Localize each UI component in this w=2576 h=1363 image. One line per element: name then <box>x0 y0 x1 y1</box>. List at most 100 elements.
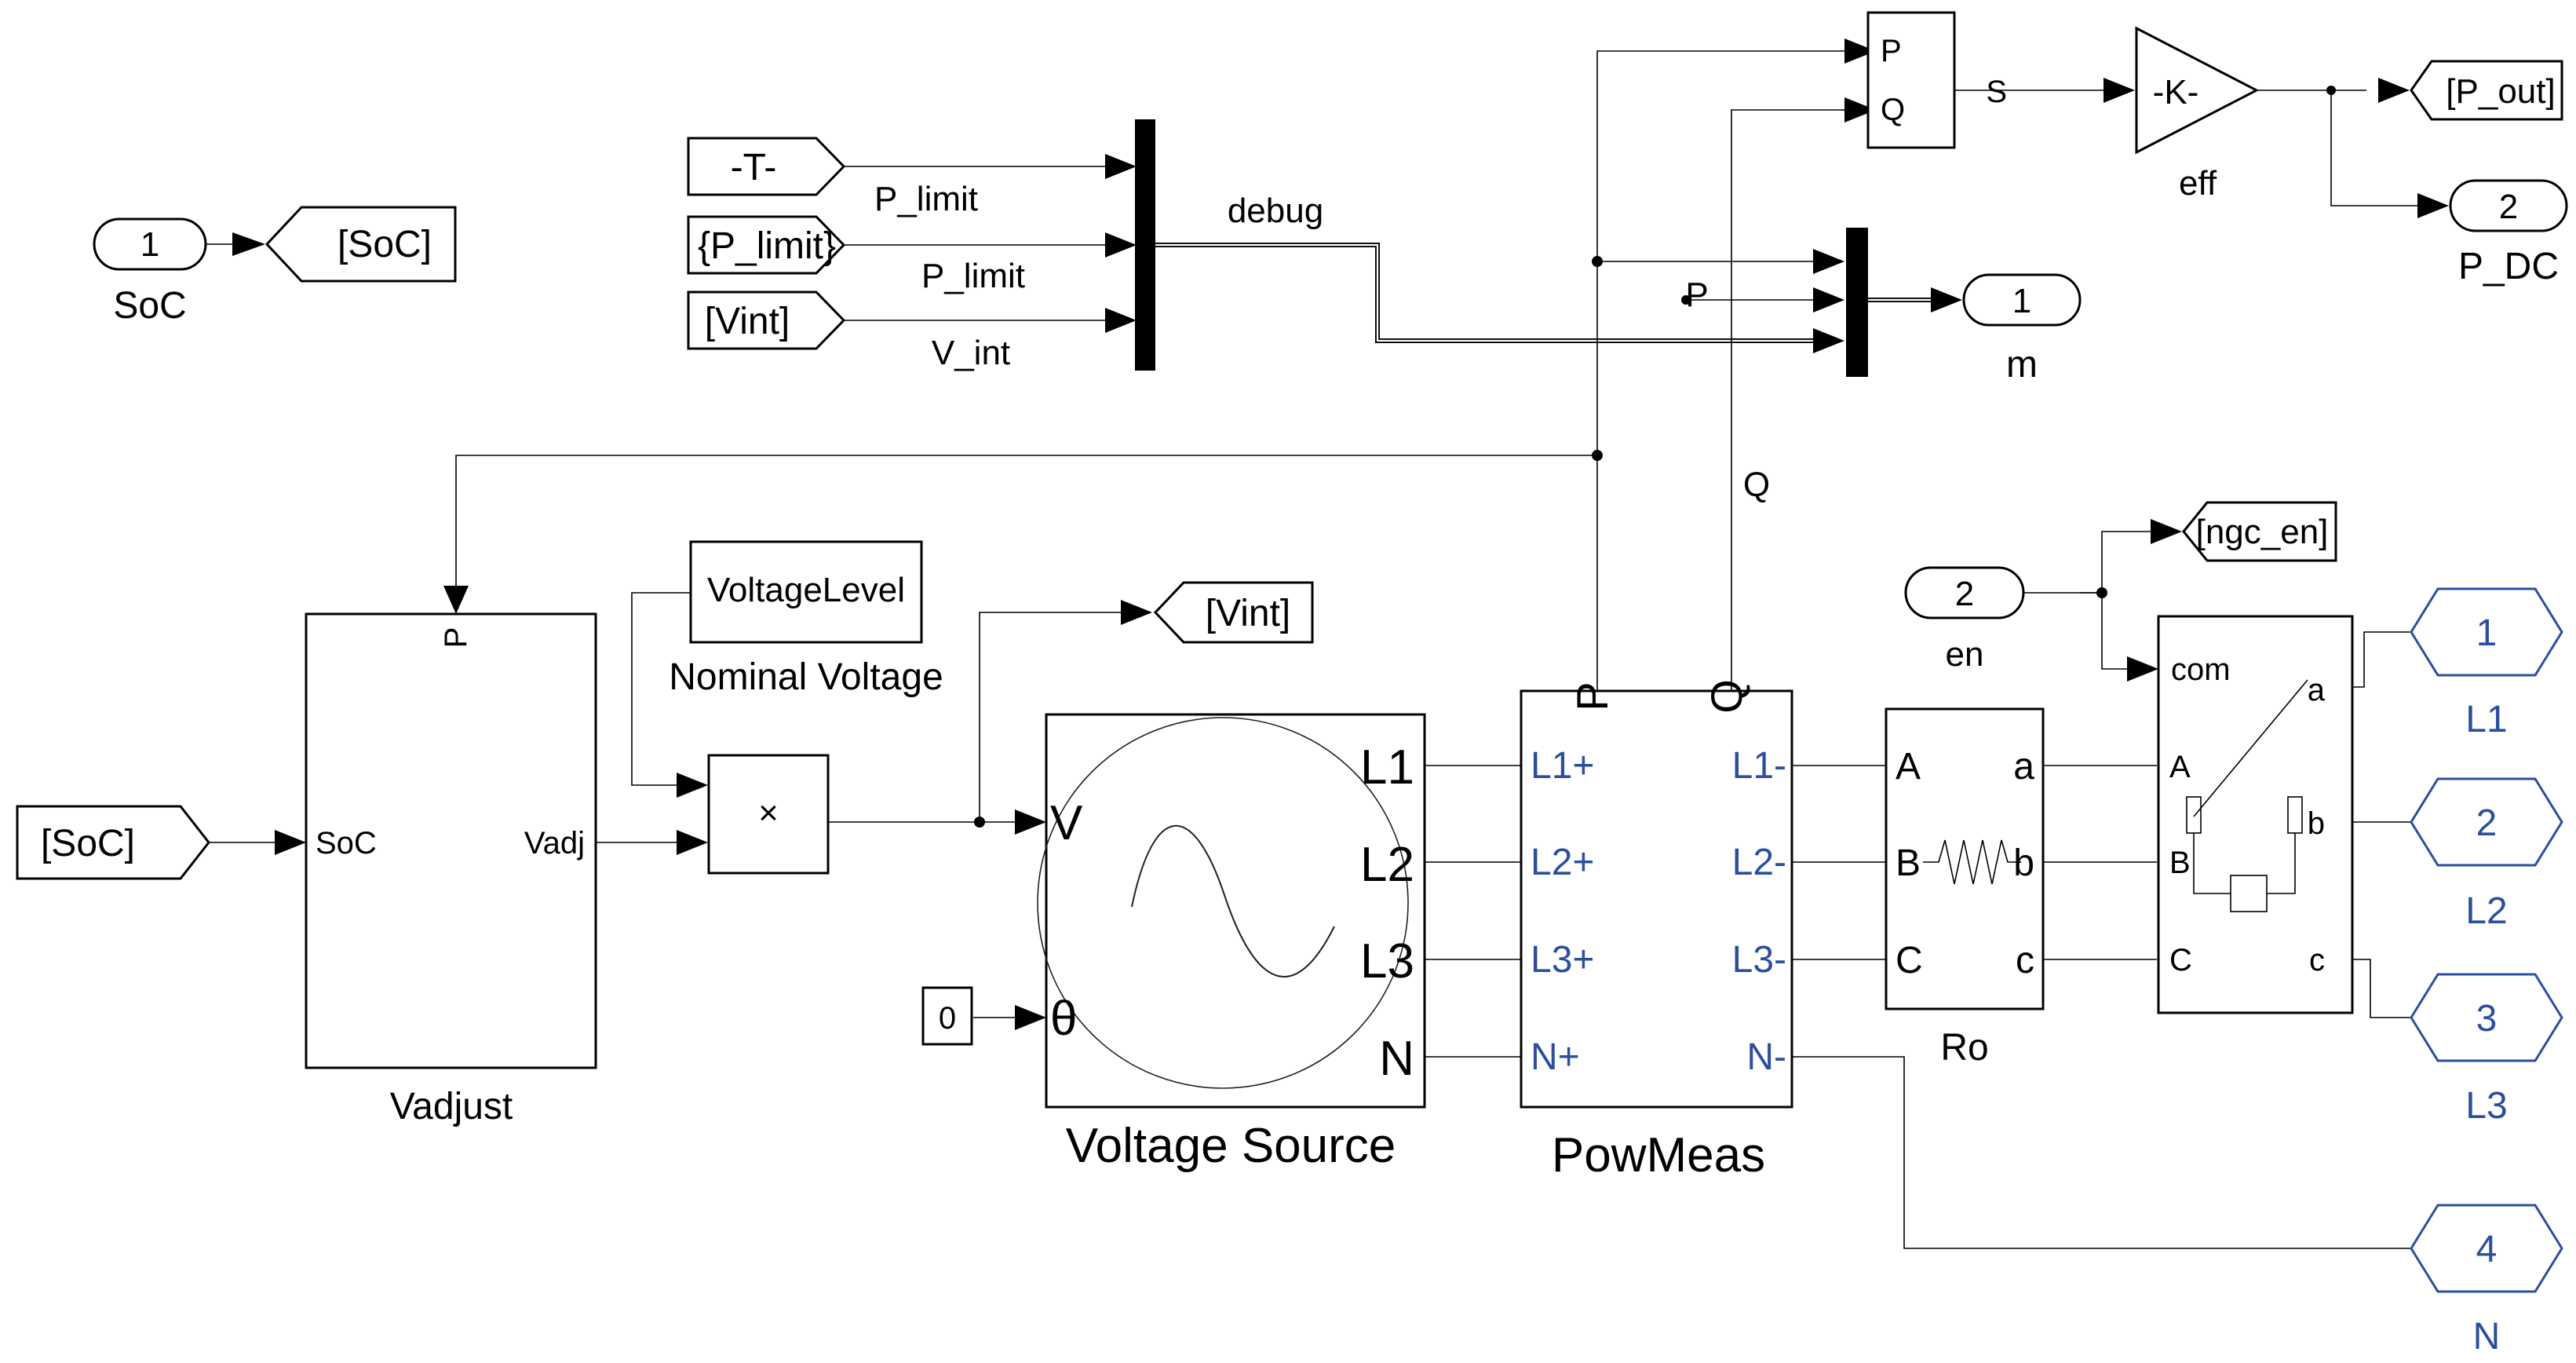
product-block[interactable]: × <box>707 754 830 875</box>
powmeas-port-p: P <box>1567 682 1617 711</box>
ro-in-c: C <box>1896 940 1923 981</box>
voltage-source-block[interactable]: V θ L1 L2 L3 N Voltage Source <box>1037 713 1426 1173</box>
outport-l2[interactable]: 2 L2 <box>2410 777 2563 932</box>
signal-lines <box>206 50 2432 1249</box>
outport-l1-label: L1 <box>2465 699 2507 740</box>
pq-port-q: Q <box>1881 93 1905 127</box>
powmeas-block[interactable]: P Q L1+ L2+ L3+ N+ L1- L2- L3- N- PowMea… <box>1520 679 1793 1182</box>
goto-soc[interactable]: [SoC] <box>265 206 457 283</box>
ro-out-b: b <box>2013 842 2034 884</box>
vadjust-port-soc: SoC <box>316 826 377 861</box>
powmeas-label: PowMeas <box>1552 1128 1765 1182</box>
inport-en[interactable]: 2 en <box>1904 566 2025 674</box>
signal-label-p-limit-1: P_limit <box>874 180 978 218</box>
ro-out-a: a <box>2013 746 2034 787</box>
constant-zero-value: 0 <box>939 1001 956 1036</box>
outport-p-dc-number: 2 <box>2499 188 2518 226</box>
voltage-source-label: Voltage Source <box>1066 1119 1396 1173</box>
from-vint[interactable]: [Vint] <box>687 291 846 350</box>
from-t-tag: -T- <box>731 147 777 188</box>
goto-soc-tag: [SoC] <box>338 224 432 265</box>
breaker-block[interactable]: com A B C a b c <box>2157 615 2354 1014</box>
mux-debug[interactable] <box>1135 119 1155 371</box>
vs-port-theta: θ <box>1050 992 1077 1046</box>
breaker-out-a: a <box>2308 673 2326 707</box>
outport-l2-number: 2 <box>2476 802 2498 844</box>
voltage-level-label: Nominal Voltage <box>669 656 943 698</box>
goto-vint-tag: [Vint] <box>1206 593 1291 634</box>
vs-port-l1: L1 <box>1360 740 1414 795</box>
ro-in-b: B <box>1896 842 1921 884</box>
ro-out-c: c <box>2016 940 2034 981</box>
ro-in-a: A <box>1896 746 1921 787</box>
arrowheads <box>232 38 2449 1030</box>
signal-label-debug: debug <box>1228 192 1323 230</box>
outport-n[interactable]: 4 N <box>2410 1204 2563 1358</box>
gain-value: -K- <box>2153 73 2199 111</box>
inport-soc-label: SoC <box>113 285 186 327</box>
vs-port-v: V <box>1050 796 1083 850</box>
outport-m-label: m <box>2006 344 2038 386</box>
pq-to-s-block[interactable]: P Q S <box>1866 11 2007 149</box>
outport-p-dc[interactable]: 2 P_DC <box>2449 179 2568 287</box>
outport-l1[interactable]: 1 L1 <box>2410 587 2563 740</box>
pq-port-s: S <box>1986 75 2007 109</box>
powmeas-in-l1: L1+ <box>1531 745 1594 787</box>
inport-soc-number: 1 <box>140 225 159 264</box>
mux-output-m[interactable] <box>1846 228 1868 377</box>
from-soc-tag: [SoC] <box>41 823 135 864</box>
breaker-in-c: C <box>2169 943 2192 977</box>
signal-label-q: Q <box>1743 466 1770 504</box>
vadjust-port-p: P <box>439 627 473 649</box>
powmeas-in-l2: L2+ <box>1531 842 1594 883</box>
gain-eff[interactable]: -K- eff <box>2135 26 2260 203</box>
outport-l2-label: L2 <box>2465 890 2507 932</box>
ro-block[interactable]: A B C a b c Ro <box>1885 707 2045 1069</box>
breaker-out-c: c <box>2309 943 2325 977</box>
breaker-port-com: com <box>2171 652 2231 687</box>
outport-n-label: N <box>2473 1316 2501 1358</box>
breaker-in-a: A <box>2169 750 2191 784</box>
vadjust-label: Vadjust <box>390 1086 513 1127</box>
gain-label: eff <box>2179 164 2217 203</box>
powmeas-out-l3: L3- <box>1732 939 1786 981</box>
signal-label-v-int: V_int <box>932 334 1010 372</box>
constant-zero[interactable]: 0 <box>921 986 973 1046</box>
breaker-in-b: B <box>2169 846 2191 880</box>
breaker-out-b: b <box>2308 806 2325 841</box>
outport-l3-number: 3 <box>2476 998 2498 1040</box>
from-p-limit[interactable]: {P_limit} <box>687 215 846 275</box>
signal-label-p-limit-2: P_limit <box>921 257 1025 295</box>
powmeas-out-l1: L1- <box>1732 745 1786 787</box>
goto-vint[interactable]: [Vint] <box>1153 581 1314 644</box>
from-p-limit-tag: {P_limit} <box>698 225 836 267</box>
goto-ngc-en-tag: [ngc_en] <box>2196 513 2329 551</box>
from-vint-tag: [Vint] <box>705 301 790 342</box>
vadjust-block[interactable]: P SoC Vadj Vadjust <box>305 612 597 1127</box>
powmeas-in-n: N+ <box>1531 1036 1580 1078</box>
outport-p-dc-label: P_DC <box>2458 246 2559 287</box>
voltage-level-value: VoltageLevel <box>707 571 905 609</box>
powmeas-out-n: N- <box>1746 1036 1786 1078</box>
powmeas-port-q: Q <box>1702 679 1751 714</box>
inport-soc[interactable]: 1 SoC <box>93 217 207 327</box>
vs-port-l2: L2 <box>1360 838 1414 892</box>
outport-m[interactable]: 1 m <box>1962 273 2082 386</box>
outport-n-number: 4 <box>2476 1229 2498 1270</box>
signal-label-p: P <box>1685 276 1708 314</box>
goto-p-out[interactable]: [P_out] <box>2410 60 2563 121</box>
vs-port-n: N <box>1379 1032 1414 1086</box>
goto-ngc-en[interactable]: [ngc_en] <box>2182 501 2337 562</box>
goto-p-out-tag: [P_out] <box>2446 72 2555 111</box>
powmeas-in-l3: L3+ <box>1531 939 1594 981</box>
from-t[interactable]: -T- <box>687 137 846 196</box>
from-soc[interactable]: [SoC] <box>16 805 210 880</box>
outport-l1-number: 1 <box>2476 612 2498 654</box>
outport-l3[interactable]: 3 L3 <box>2410 973 2563 1127</box>
inport-en-label: en <box>1946 635 1984 674</box>
vs-port-l3: L3 <box>1360 934 1414 988</box>
voltage-level-constant[interactable]: VoltageLevel Nominal Voltage <box>669 540 943 698</box>
ro-label: Ro <box>1940 1027 1988 1069</box>
vadjust-port-vadj: Vadj <box>524 826 585 861</box>
